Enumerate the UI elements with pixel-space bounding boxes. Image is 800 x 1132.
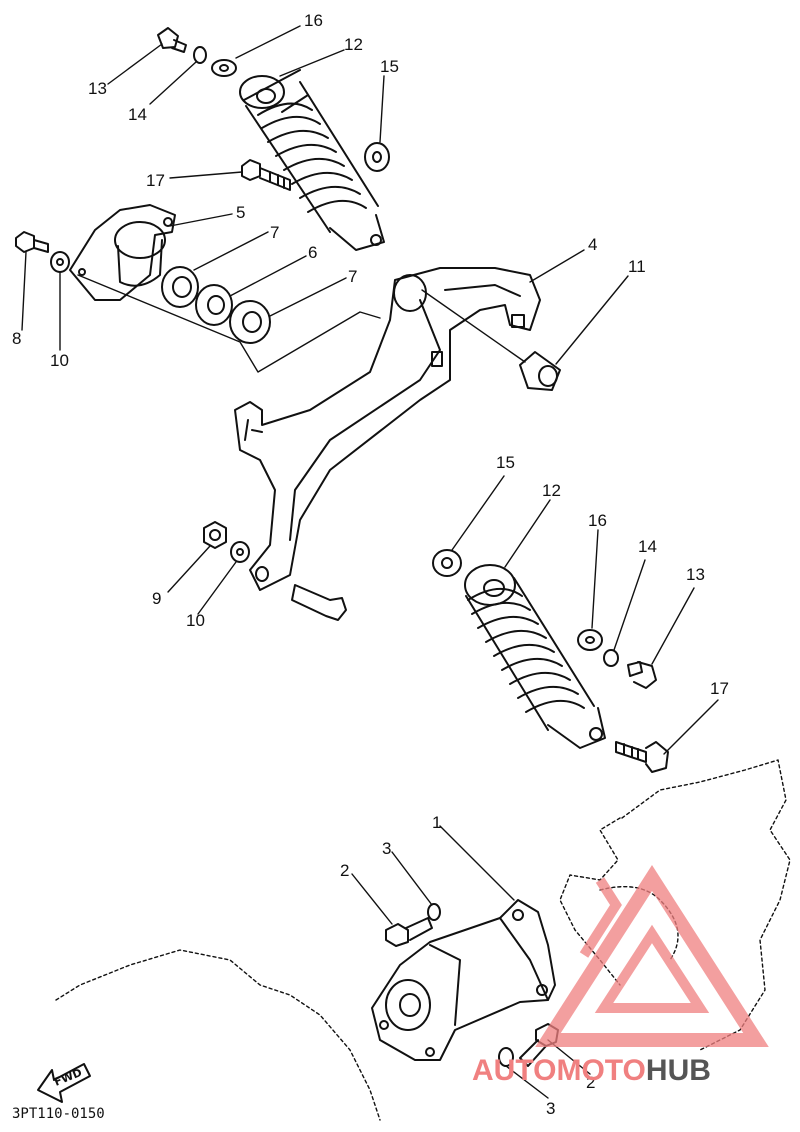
- lower-washer-left: [230, 541, 250, 563]
- spacer-6: [195, 284, 233, 326]
- callout-13-lower: 13: [686, 565, 705, 584]
- callout-9: 9: [152, 589, 161, 608]
- callout-16-lower: 16: [588, 511, 607, 530]
- callout-17-top: 17: [146, 171, 165, 190]
- callout-10-top: 10: [50, 351, 69, 370]
- top-bolt: [157, 27, 187, 53]
- upper-shock-absorber: [239, 69, 385, 251]
- hanger-washer-upper: [427, 903, 441, 921]
- watermark-logo: [535, 865, 769, 1047]
- callout-14-lower: 14: [638, 537, 657, 556]
- callout-5: 5: [236, 203, 245, 222]
- watermark-text: AUTOMOTOHUB: [472, 1054, 711, 1087]
- callout-1: 1: [432, 813, 441, 832]
- bearing-right: [229, 300, 271, 344]
- drawing-code: 3PT110-0150: [12, 1106, 105, 1122]
- lower-flat-washer: [577, 629, 603, 651]
- top-lock-washer: [193, 46, 207, 64]
- pivot-bolt: [291, 584, 347, 621]
- top-flat-washer: [211, 59, 237, 77]
- callout-11: 11: [628, 257, 646, 276]
- lower-shock-absorber: [464, 564, 606, 749]
- fwd-arrow-icon: [37, 1063, 91, 1103]
- lower-bolt: [627, 661, 657, 689]
- callout-10-lower: 10: [186, 611, 205, 630]
- callout-3-lower: 3: [546, 1099, 555, 1118]
- engine-outline: [55, 759, 791, 1121]
- left-bolt: [15, 231, 49, 253]
- callout-12-top: 12: [344, 35, 363, 54]
- callout-17-lower: 17: [710, 679, 729, 698]
- callout-6: 6: [308, 243, 317, 262]
- fwd-label: FWD: [52, 1066, 84, 1089]
- callout-2-lower: 2: [586, 1073, 595, 1092]
- callout-16-top: 16: [304, 11, 323, 30]
- lower-left-washer: [432, 549, 462, 577]
- watermark-text-part2: HUB: [646, 1054, 711, 1087]
- left-washer: [50, 251, 70, 273]
- callout-13-top: 13: [88, 79, 107, 98]
- bushing-11: [519, 351, 561, 391]
- lower-nut: [203, 521, 227, 549]
- mid-bolt-top: [241, 159, 291, 191]
- callout-12-lower: 12: [542, 481, 561, 500]
- callout-15-lower: 15: [496, 453, 515, 472]
- callout-14-top: 14: [128, 105, 147, 124]
- callout-7-right: 7: [348, 267, 357, 286]
- callout-3-upper: 3: [382, 839, 391, 858]
- watermark-text-part1: AUTOMOTO: [472, 1054, 646, 1087]
- callout-4: 4: [588, 235, 597, 254]
- bracket-plate: [69, 204, 176, 301]
- swing-arm: [234, 267, 541, 591]
- engine-hanger: [371, 899, 556, 1061]
- callout-8: 8: [12, 329, 21, 348]
- hanger-bolt-upper: [385, 917, 433, 947]
- bearing-left: [161, 266, 199, 308]
- callout-15-top: 15: [380, 57, 399, 76]
- callout-7-left: 7: [270, 223, 279, 242]
- lower-bolt-17: [615, 741, 669, 773]
- lower-lock-washer: [603, 649, 619, 667]
- top-right-washer: [364, 142, 390, 172]
- callout-2-upper: 2: [340, 861, 349, 880]
